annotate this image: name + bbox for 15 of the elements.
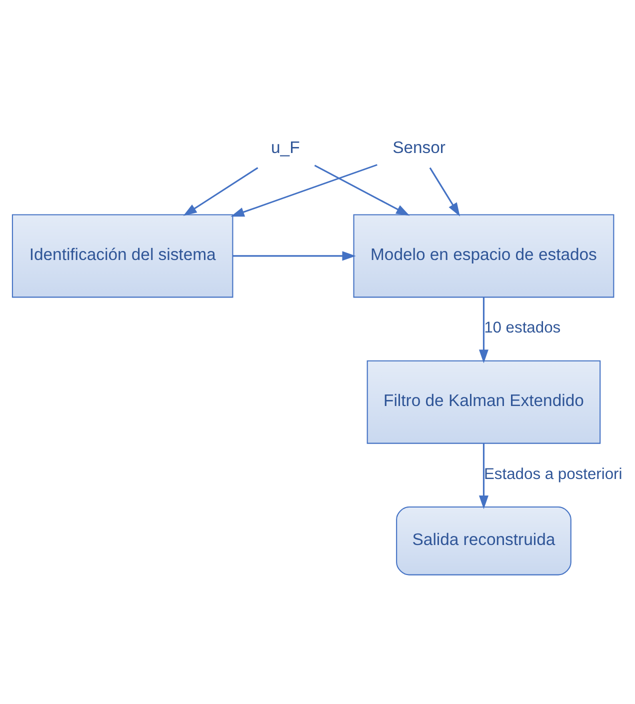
edge-label: Estados a posteriori (484, 465, 622, 482)
node-text: Sensor (392, 137, 446, 156)
node-box: Filtro de Kalman Extendido (366, 360, 601, 444)
edge-label: 10 estados (484, 319, 561, 336)
arrow (429, 166, 460, 216)
node-box: Modelo en espacio de estados (353, 214, 614, 298)
arrow (183, 166, 258, 216)
arrow (314, 164, 410, 216)
arrow (478, 442, 488, 509)
node-box: Salida reconstruida (396, 506, 572, 575)
arrow (478, 297, 488, 363)
arrow (232, 250, 356, 260)
node-box: Identificación del sistema (12, 214, 234, 298)
node-text: u_F (271, 137, 300, 156)
arrow (230, 164, 378, 216)
